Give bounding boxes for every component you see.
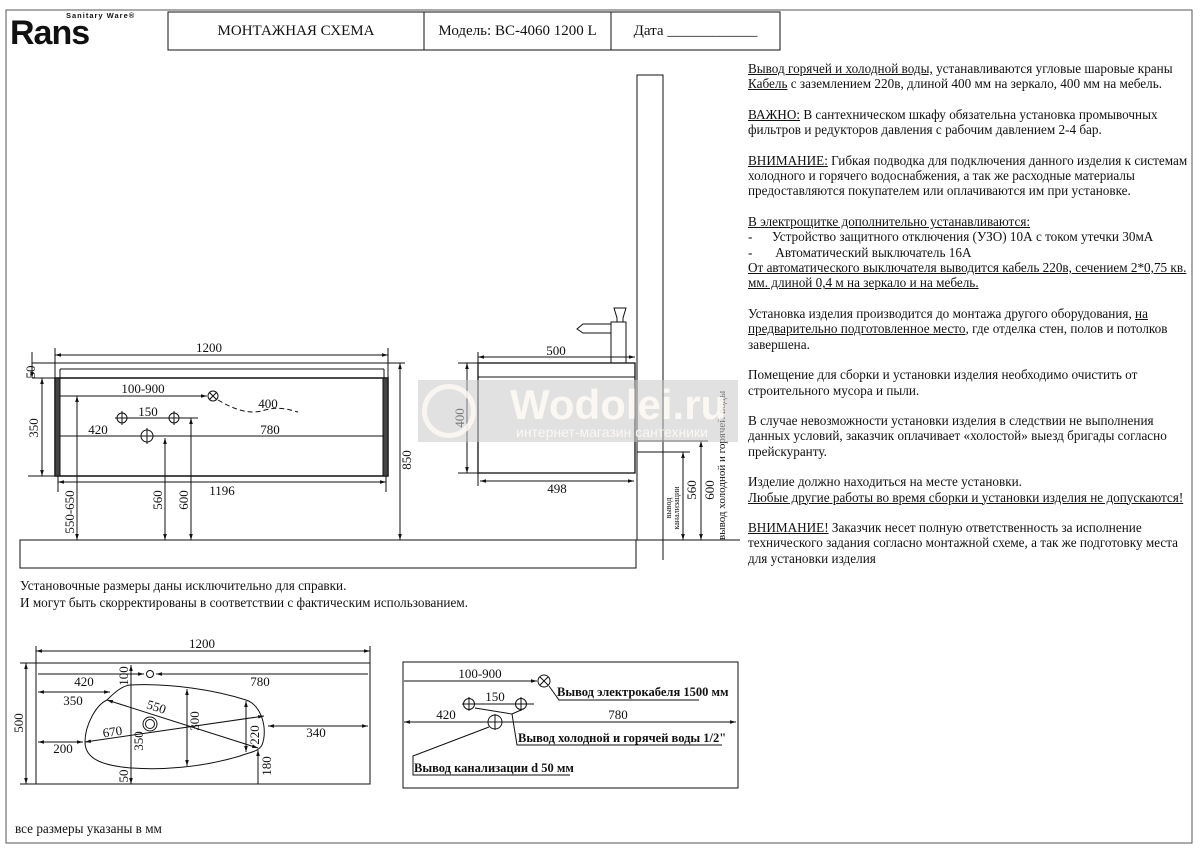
dim-mount-height: 550-650 <box>62 490 77 533</box>
conn-drain-label: Вывод канализации d 50 мм <box>414 761 574 775</box>
dim-right-front: 180 <box>259 756 274 776</box>
note-electrical: В электрощитке дополнительно устанавлива… <box>748 214 1193 291</box>
dim-front-gap: 50 <box>116 770 131 783</box>
disclaimer: Установочные размеры даны исключительно … <box>20 577 468 611</box>
dim-basin-left: 350 <box>63 693 83 708</box>
units-note: все размеры указаны в мм <box>15 821 162 836</box>
note-p8-u: Любые другие работы во время сборки и ус… <box>748 489 1184 505</box>
conn-cable-label: Вывод электрокабеля 1500 мм <box>557 685 729 699</box>
disclaimer-line-1: Установочные размеры даны исключительно … <box>20 578 347 593</box>
dim-cable-offset: 100-900 <box>121 381 164 396</box>
note-location: Изделие должно находиться на месте устан… <box>748 474 1193 505</box>
rans-logo: Rans Sanitary Ware® <box>10 11 155 52</box>
connections-view <box>402 661 739 789</box>
watermark: Wodolei.ru интернет-магазин сантехники <box>418 380 738 442</box>
note-water-heading: Вывод горячей и холодной воды, <box>748 61 933 76</box>
dim-basin-diagonal: 550 <box>145 697 168 717</box>
note-responsibility-heading: ВНИМАНИЕ! <box>748 519 829 535</box>
header-box <box>167 11 781 51</box>
dim-basin-depth: 300 <box>187 711 202 731</box>
top-view <box>20 646 371 785</box>
dim-water-height: 600 <box>176 490 191 510</box>
dim-side-bottom-depth: 498 <box>547 481 567 496</box>
dim-basin-length: 670 <box>102 723 123 741</box>
note-installation-order: Установка изделия производится до монтаж… <box>748 306 1193 352</box>
note-p5-a: Установка изделия производится до монтаж… <box>748 305 1136 321</box>
side-view <box>458 74 708 560</box>
disclaimer-line-2: И могут быть скорректированы в соответст… <box>20 595 468 610</box>
watermark-subtitle: интернет-магазин сантехники <box>516 424 708 440</box>
note-p5-u: на предварительно подготовленное место <box>748 305 1148 337</box>
dim-basin-front: 350 <box>131 731 146 751</box>
dim-hole-left: 420 <box>74 674 94 689</box>
note-responsibility-text: Заказчик несет полную ответственность за… <box>748 519 1179 566</box>
conn-water-spacing: 150 <box>485 689 505 704</box>
conn-cable-offset: 100-900 <box>458 666 501 681</box>
conn-water-label: Вывод холодной и горячей воды 1/2" <box>518 731 726 745</box>
note-p8: Изделие должно находиться на месте устан… <box>748 474 1022 490</box>
dim-basin-right-height: 220 <box>247 725 262 745</box>
floor <box>19 539 637 569</box>
dim-hole-back: 100 <box>116 666 131 686</box>
logo-text: Rans <box>10 14 90 52</box>
dim-front-width: 1200 <box>196 340 222 355</box>
note-electrical-item-2: Автоматический выключатель 16А <box>775 244 972 260</box>
dim-basin-right: 340 <box>306 725 326 740</box>
side-drain-label-1: вывод <box>664 498 673 519</box>
page-frame <box>5 9 1193 844</box>
note-electrical-item: -Устройство защитного отключения (УЗО) 1… <box>748 229 1154 245</box>
model-label: Модель: BC-4060 1200 L <box>438 23 597 39</box>
dim-top-depth: 500 <box>11 713 26 733</box>
note-responsibility: ВНИМАНИЕ! Заказчик несет полную ответств… <box>748 520 1193 566</box>
dim-hole-right: 780 <box>250 674 270 689</box>
conn-right: 780 <box>608 707 628 722</box>
dim-side-water-height: 600 <box>702 480 717 500</box>
dim-drain-right: 780 <box>260 422 280 437</box>
faucet-icon <box>576 307 627 364</box>
dim-drain-height: 560 <box>150 490 165 510</box>
dim-side-depth: 500 <box>546 343 566 358</box>
dim-front-bottom-width: 1196 <box>209 483 235 498</box>
note-cleanup: Помещение для сборки и установки изделия… <box>748 367 1138 398</box>
document-title: МОНТАЖНАЯ СХЕМА <box>217 23 375 39</box>
dim-top-thickness: 50 <box>23 366 38 379</box>
front-view <box>28 348 405 540</box>
note-attention: ВНИМАНИЕ: Гибкая подводка для подключени… <box>748 153 1193 199</box>
date-field: Дата ____________ <box>633 23 758 39</box>
watermark-title: Wodolei.ru <box>510 381 727 428</box>
note-important-text: В сантехническом шкафу обязательна устан… <box>748 106 1158 138</box>
dim-total-height: 850 <box>399 450 414 470</box>
note-electrical-tail: От автоматического выключателя выводится… <box>748 260 1187 291</box>
note-electrical-heading: В электрощитке дополнительно устанавлива… <box>748 213 1031 229</box>
note-water-text: устанавливаются угловые шаровые краны <box>932 61 1173 76</box>
note-electrical-item-1: Устройство защитного отключения (УЗО) 10… <box>772 229 1154 245</box>
watermark-drop-icon <box>422 384 476 438</box>
note-electrical-item: - Автоматический выключатель 16А <box>748 244 972 260</box>
dim-body-height: 350 <box>26 418 41 438</box>
wall <box>636 74 664 541</box>
logo-subtitle: Sanitary Ware® <box>66 11 136 20</box>
note-failed-visit: В случае невозможности установки изделия… <box>748 412 1167 459</box>
note-water-cable: Вывод горячей и холодной воды, устанавли… <box>748 61 1193 92</box>
note-important: ВАЖНО: В сантехническом шкафу обязательн… <box>748 107 1193 138</box>
dim-side-drain-height: 560 <box>684 480 699 500</box>
dim-water-spacing: 150 <box>138 404 158 419</box>
dim-drain-left: 420 <box>88 422 108 437</box>
basin-outline <box>84 684 265 770</box>
dim-basin-side-left: 200 <box>53 741 73 756</box>
dim-top-width: 1200 <box>189 636 215 651</box>
note-attention-text: Гибкая подводка для подключения данного … <box>748 152 1188 199</box>
installation-notes: Вывод горячей и холодной воды, устанавли… <box>748 61 1193 581</box>
note-p5-b: , где отделка стен, полов и потолков зав… <box>748 321 1168 352</box>
side-drain-label-2: канализации <box>672 486 681 530</box>
conn-left: 420 <box>436 707 456 722</box>
note-attention-heading: ВНИМАНИЕ: <box>748 152 828 168</box>
note-cable-text: с заземлением 220в, длиной 400 мм на зер… <box>787 76 1163 92</box>
note-cable-heading: Кабель <box>748 76 788 92</box>
dim-cable-length: 400 <box>258 396 278 411</box>
note-important-heading: ВАЖНО: <box>748 106 801 122</box>
